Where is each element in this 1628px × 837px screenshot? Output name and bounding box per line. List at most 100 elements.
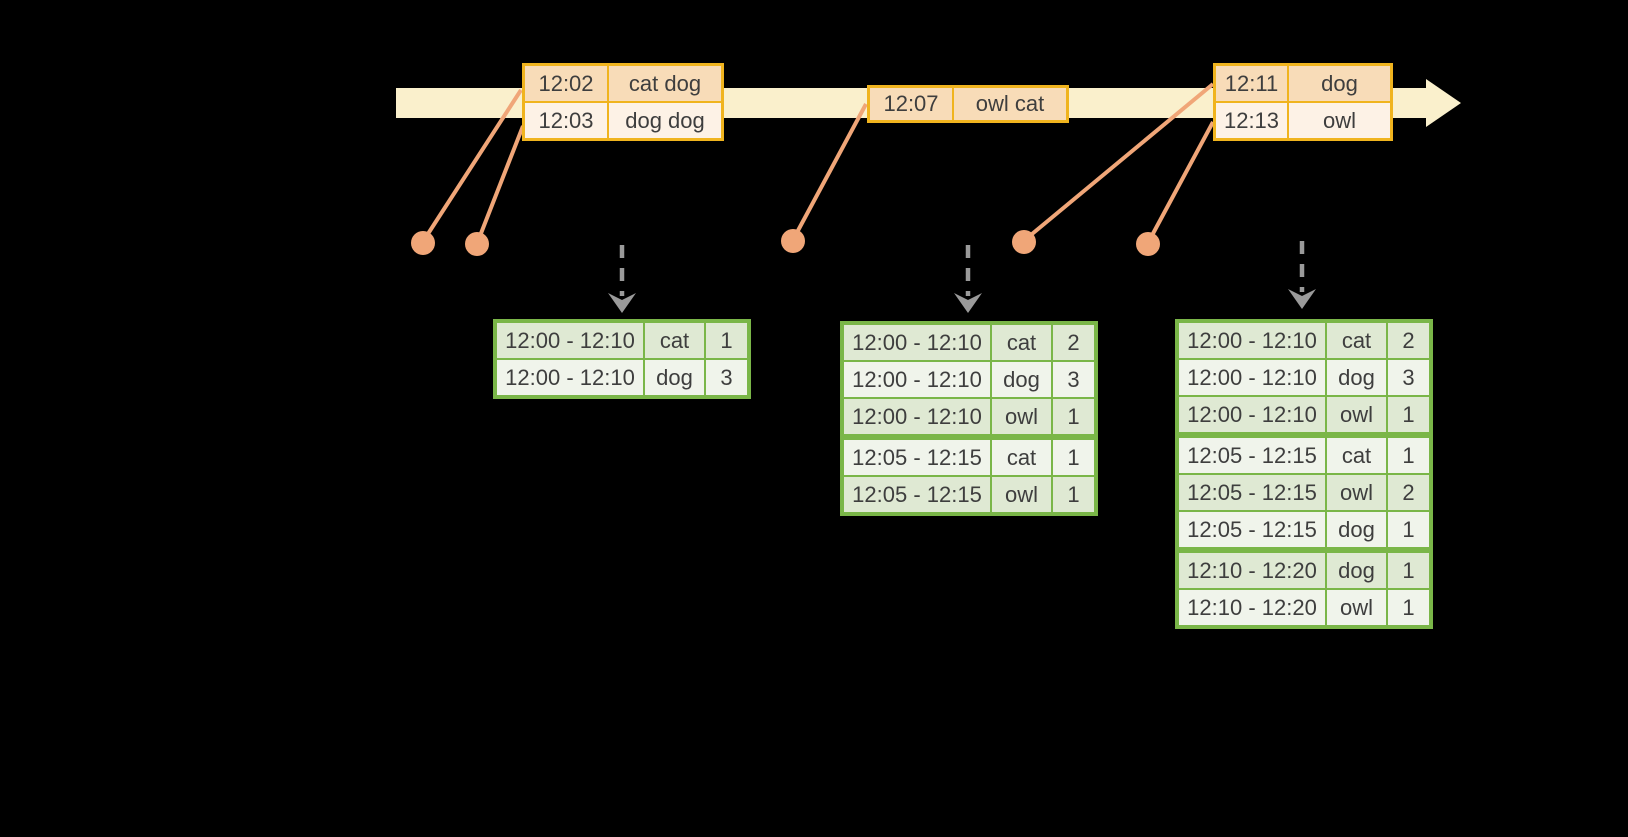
window-cell: 12:00 - 12:10 (844, 325, 990, 360)
event-dot (411, 231, 435, 255)
word-cell: owl (992, 477, 1051, 512)
event-connector-line (422, 88, 523, 242)
window-cell: 12:05 - 12:15 (1179, 438, 1325, 473)
window-cell: 12:00 - 12:10 (844, 399, 990, 434)
count-cell: 1 (1388, 397, 1429, 432)
event-dot (1136, 232, 1160, 256)
word-cell: dog (1327, 553, 1386, 588)
words-cell: dog (1289, 66, 1390, 101)
words-cell: owl (1289, 103, 1390, 138)
window-cell: 12:00 - 12:10 (497, 323, 643, 358)
count-cell: 1 (1053, 399, 1094, 434)
event-connector-line (476, 125, 525, 242)
count-cell: 3 (1388, 360, 1429, 395)
window-cell: 12:00 - 12:10 (1179, 360, 1325, 395)
word-cell: owl (992, 399, 1051, 434)
count-cell: 3 (706, 360, 747, 395)
trigger-arrow-heads (608, 289, 1316, 313)
count-cell: 2 (1053, 325, 1094, 360)
word-cell: dog (1327, 360, 1386, 395)
time-cell: 12:13 (1216, 103, 1287, 138)
count-cell: 1 (1388, 590, 1429, 625)
words-cell: owl cat (954, 88, 1066, 120)
event-connector-line (1147, 121, 1215, 242)
timeline-arrowhead-icon (1426, 79, 1461, 127)
event-connector-line (792, 103, 868, 239)
event-dot (465, 232, 489, 256)
word-cell: cat (645, 323, 704, 358)
event-connector-line (1024, 82, 1215, 241)
window-cell: 12:10 - 12:20 (1179, 590, 1325, 625)
word-cell: cat (1327, 438, 1386, 473)
window-cell: 12:05 - 12:15 (844, 477, 990, 512)
trigger-arrowhead-icon (1288, 289, 1316, 309)
count-cell: 2 (1388, 323, 1429, 358)
window-cell: 12:05 - 12:15 (1179, 475, 1325, 510)
count-cell: 1 (1053, 477, 1094, 512)
event-connector-lines (422, 82, 1215, 242)
window-cell: 12:00 - 12:10 (844, 362, 990, 397)
word-cell: owl (1327, 475, 1386, 510)
words-cell: dog dog (609, 103, 721, 138)
event-dot (1012, 230, 1036, 254)
word-cell: dog (1327, 512, 1386, 547)
word-cell: dog (645, 360, 704, 395)
word-cell: owl (1327, 590, 1386, 625)
word-cell: cat (992, 325, 1051, 360)
trigger-arrowhead-icon (954, 293, 982, 313)
count-cell: 2 (1388, 475, 1429, 510)
window-cell: 12:05 - 12:15 (1179, 512, 1325, 547)
count-cell: 1 (1388, 553, 1429, 588)
time-cell: 12:07 (870, 88, 952, 120)
count-cell: 1 (1053, 440, 1094, 475)
window-cell: 12:05 - 12:15 (844, 440, 990, 475)
word-cell: dog (992, 362, 1051, 397)
window-cell: 12:00 - 12:10 (1179, 397, 1325, 432)
event-dot (781, 229, 805, 253)
window-cell: 12:00 - 12:10 (497, 360, 643, 395)
word-cell: owl (1327, 397, 1386, 432)
word-cell: cat (1327, 323, 1386, 358)
time-cell: 12:03 (525, 103, 607, 138)
window-cell: 12:10 - 12:20 (1179, 553, 1325, 588)
words-cell: cat dog (609, 66, 721, 101)
time-cell: 12:02 (525, 66, 607, 101)
window-cell: 12:00 - 12:10 (1179, 323, 1325, 358)
trigger-arrowhead-icon (608, 293, 636, 313)
count-cell: 1 (1388, 512, 1429, 547)
trigger-arrow-shafts (619, 241, 1305, 296)
count-cell: 1 (1388, 438, 1429, 473)
event-time-dots (411, 229, 1160, 256)
count-cell: 1 (706, 323, 747, 358)
time-cell: 12:11 (1216, 66, 1287, 101)
count-cell: 3 (1053, 362, 1094, 397)
